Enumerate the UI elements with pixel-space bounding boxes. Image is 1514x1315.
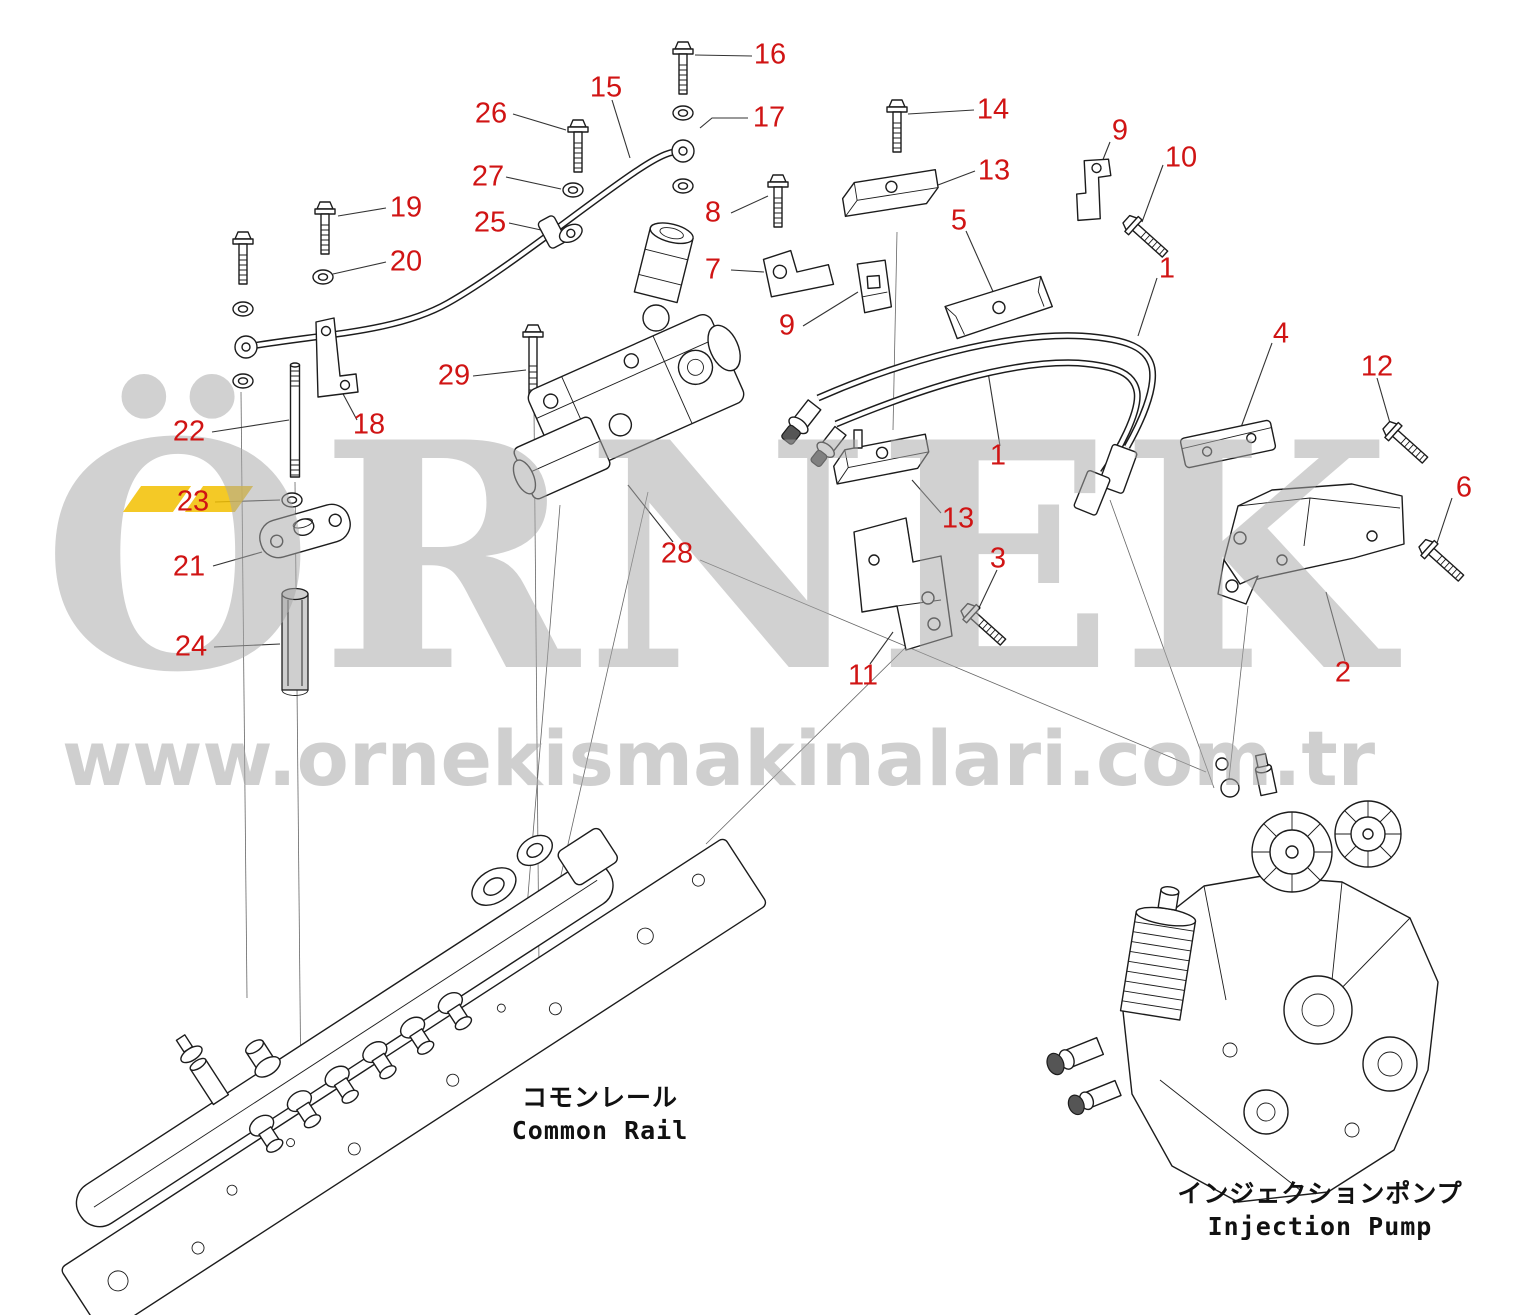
pipe-clamp [537, 215, 583, 249]
washer [232, 301, 254, 317]
bracket-5 [944, 275, 1053, 340]
washer [672, 105, 694, 121]
bolt-8 [767, 174, 789, 228]
flow-damper-assembly [512, 222, 745, 500]
clamp-stud [853, 429, 863, 449]
washer [672, 178, 694, 194]
bracket-18 [315, 317, 359, 398]
bracket-7 [762, 249, 835, 298]
bolt [232, 231, 254, 285]
injection-pump-label: インジェクションポンプ Injection Pump [1177, 1178, 1462, 1243]
pipe-connector [781, 399, 822, 445]
pump-port-fitting [1067, 1079, 1122, 1116]
plate-21 [259, 503, 351, 559]
bracket-2 [1217, 483, 1405, 605]
bolt-10 [1118, 211, 1173, 263]
common-rail-label: コモンレール Common Rail [512, 1082, 689, 1147]
washer-20 [312, 269, 334, 285]
bolt-14 [886, 99, 908, 153]
common-rail-label-en: Common Rail [511, 1115, 689, 1145]
leader-lines [211, 54, 1453, 665]
pump-top-fitting [1254, 753, 1278, 797]
bolt-12 [1378, 417, 1433, 469]
leak-off-pipe [234, 139, 695, 359]
pump-cap-large [1251, 811, 1333, 893]
pipe-connector [810, 425, 847, 468]
rail-inlet-fitting [245, 1039, 281, 1078]
stud-22 [289, 362, 301, 478]
projection-lines [240, 231, 1249, 1101]
bolt-26 [567, 119, 589, 173]
injection-pump-assembly [1046, 753, 1439, 1203]
rail-pressure-sensor [175, 1034, 230, 1106]
pump-cap-small [1334, 800, 1402, 868]
bracket-9a [1075, 158, 1112, 222]
injection-pipes [781, 332, 1157, 516]
clamp-13b [830, 433, 933, 485]
bracket-4 [1179, 419, 1277, 469]
pump-port-fitting [1046, 1036, 1105, 1076]
common-rail-label-jp: コモンレール [521, 1083, 679, 1112]
clamp-13a [839, 169, 941, 218]
washer-27 [562, 182, 584, 198]
bolt-19 [314, 201, 336, 255]
injection-pump-label-en: Injection Pump [1207, 1211, 1433, 1241]
bolt-16 [672, 41, 694, 95]
washer [232, 373, 254, 389]
washer-23 [281, 492, 303, 508]
spacer-24 [281, 587, 309, 696]
bolt-3 [956, 599, 1011, 651]
bracket-11 [853, 517, 953, 651]
bolt-6 [1414, 535, 1469, 587]
bracket-9b [856, 259, 893, 314]
injection-pump-label-jp: インジェクションポンプ [1177, 1179, 1463, 1208]
pump-bellows [1119, 886, 1197, 1021]
common-rail-assembly [61, 827, 767, 1315]
